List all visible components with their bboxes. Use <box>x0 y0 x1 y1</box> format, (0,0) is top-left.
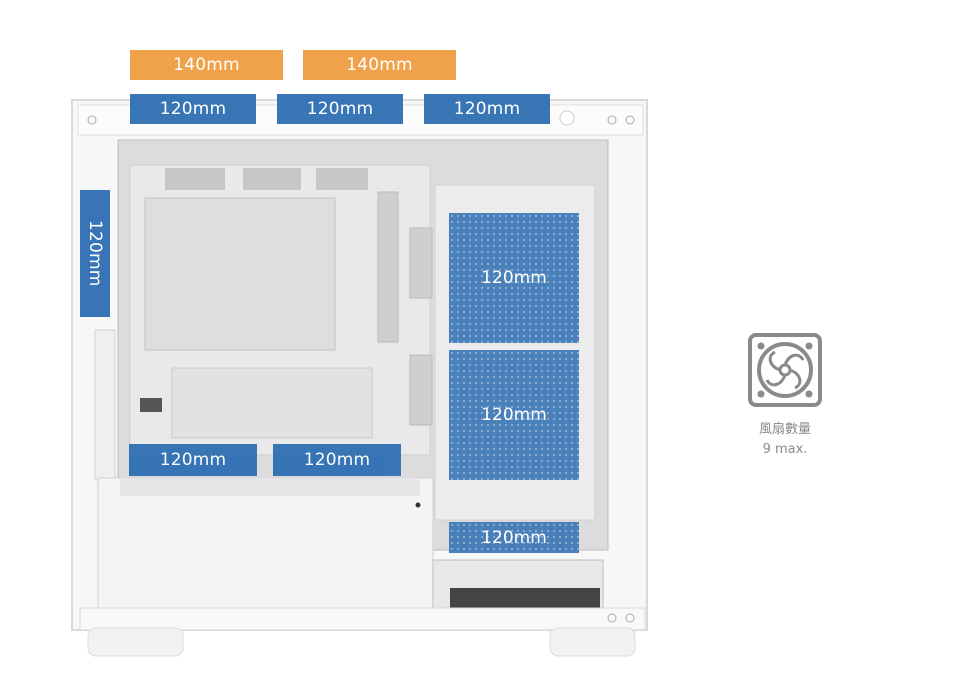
side-fan-2: 120mm <box>449 350 579 480</box>
psu-fan-label: 120mm <box>481 527 547 548</box>
top-140mm-label-1: 140mm <box>130 50 283 80</box>
side-fan-2-label: 120mm <box>481 405 547 425</box>
top-120mm-label-2: 120mm <box>277 94 403 124</box>
top-120mm-label-1: 120mm <box>130 94 256 124</box>
side-fan-1-label: 120mm <box>481 268 547 288</box>
top-120mm-label-3: 120mm <box>424 94 550 124</box>
bottom-120mm-label-1: 120mm <box>129 444 257 476</box>
psu-fan-label-block: 120mm <box>449 522 579 553</box>
fan-count-title: 風扇數量 <box>758 422 811 437</box>
rear-120mm-label: 120mm <box>80 190 110 317</box>
side-fan-1: 120mm <box>449 213 579 343</box>
fan-count-legend: 風扇數量 9 max. <box>700 320 870 460</box>
fan-icon <box>748 333 822 407</box>
bottom-120mm-label-2: 120mm <box>273 444 401 476</box>
top-140mm-label-2: 140mm <box>303 50 456 80</box>
fan-count-max: 9 max. <box>762 442 808 457</box>
